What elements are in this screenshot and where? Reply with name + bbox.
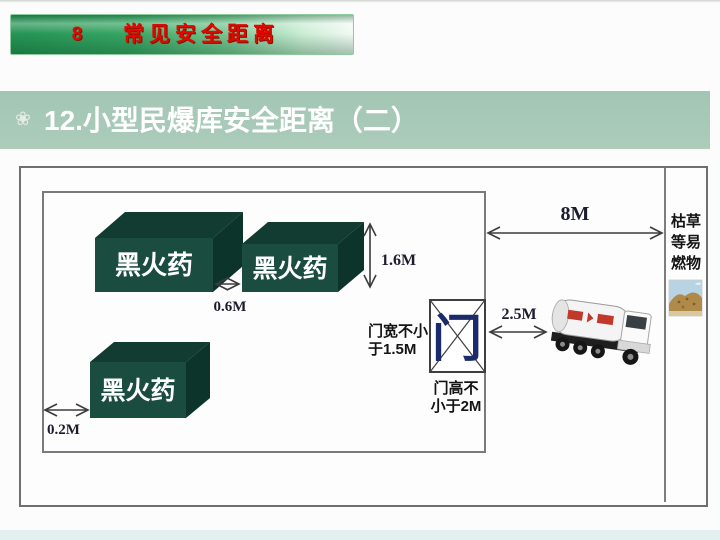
right-margin (712, 150, 720, 530)
vehicle-distance-label: 2.5M (501, 306, 536, 323)
vehicle-distance-measurement: 2.5M (488, 306, 548, 339)
powder-box-1-label: 黑火药 (115, 250, 193, 280)
section-header-bar: 8 常见安全距离 (10, 14, 354, 55)
flammables-line1: 枯草 (671, 212, 701, 230)
powder-box-1: 黑火药 (95, 212, 243, 292)
door-height-line1: 门高不 (433, 379, 478, 397)
door-width-line1: 门宽不小 (368, 322, 428, 340)
powder-box-3: 黑火药 (90, 342, 210, 418)
box-gap-label: 0.6M (214, 299, 247, 315)
slide-top-edge (0, 0, 720, 3)
powder-box-3-label: 黑火药 (100, 377, 175, 405)
box-height-label: 1.6M (381, 252, 416, 269)
box-height-measurement: 1.6M (363, 222, 416, 289)
flammable-grass-image (668, 279, 703, 317)
flammables-line2: 等易 (671, 233, 701, 251)
safety-distance-diagram: 黑火药 黑火药 黑火药 0.6M (19, 166, 709, 508)
slide-title: 12.小型民爆库安全距离（二） (44, 105, 419, 136)
flammables-distance-measurement: 8M (486, 203, 664, 240)
door-width-line2: 于1.5M (368, 341, 416, 358)
bottom-strip (0, 530, 720, 540)
tank-truck-image (550, 299, 652, 365)
box-gap-measurement: 0.6M (214, 277, 247, 315)
section-number: 8 (71, 24, 83, 45)
flammables-line3: 燃物 (671, 254, 701, 272)
powder-box-2: 黑火药 (242, 222, 364, 292)
flower-icon: ❀ (15, 109, 31, 130)
slide-title-bar: ❀ 12.小型民爆库安全距离（二） (0, 91, 710, 149)
door-width-note: 门宽不小 于1.5M (368, 322, 428, 358)
flammables-distance-label: 8M (561, 203, 590, 225)
door-character: 门 (432, 311, 482, 367)
door-height-line2: 小于2M (431, 398, 482, 415)
wall-gap-measurement: 0.2M (43, 403, 90, 438)
powder-box-2-label: 黑火药 (252, 255, 327, 283)
wall-gap-label: 0.2M (47, 422, 80, 438)
door-symbol: 门 (429, 299, 486, 373)
flammables-note: 枯草 等易 燃物 (671, 212, 701, 272)
door-height-note: 门高不 小于2M (431, 379, 482, 415)
section-title: 常见安全距离 (123, 23, 279, 46)
